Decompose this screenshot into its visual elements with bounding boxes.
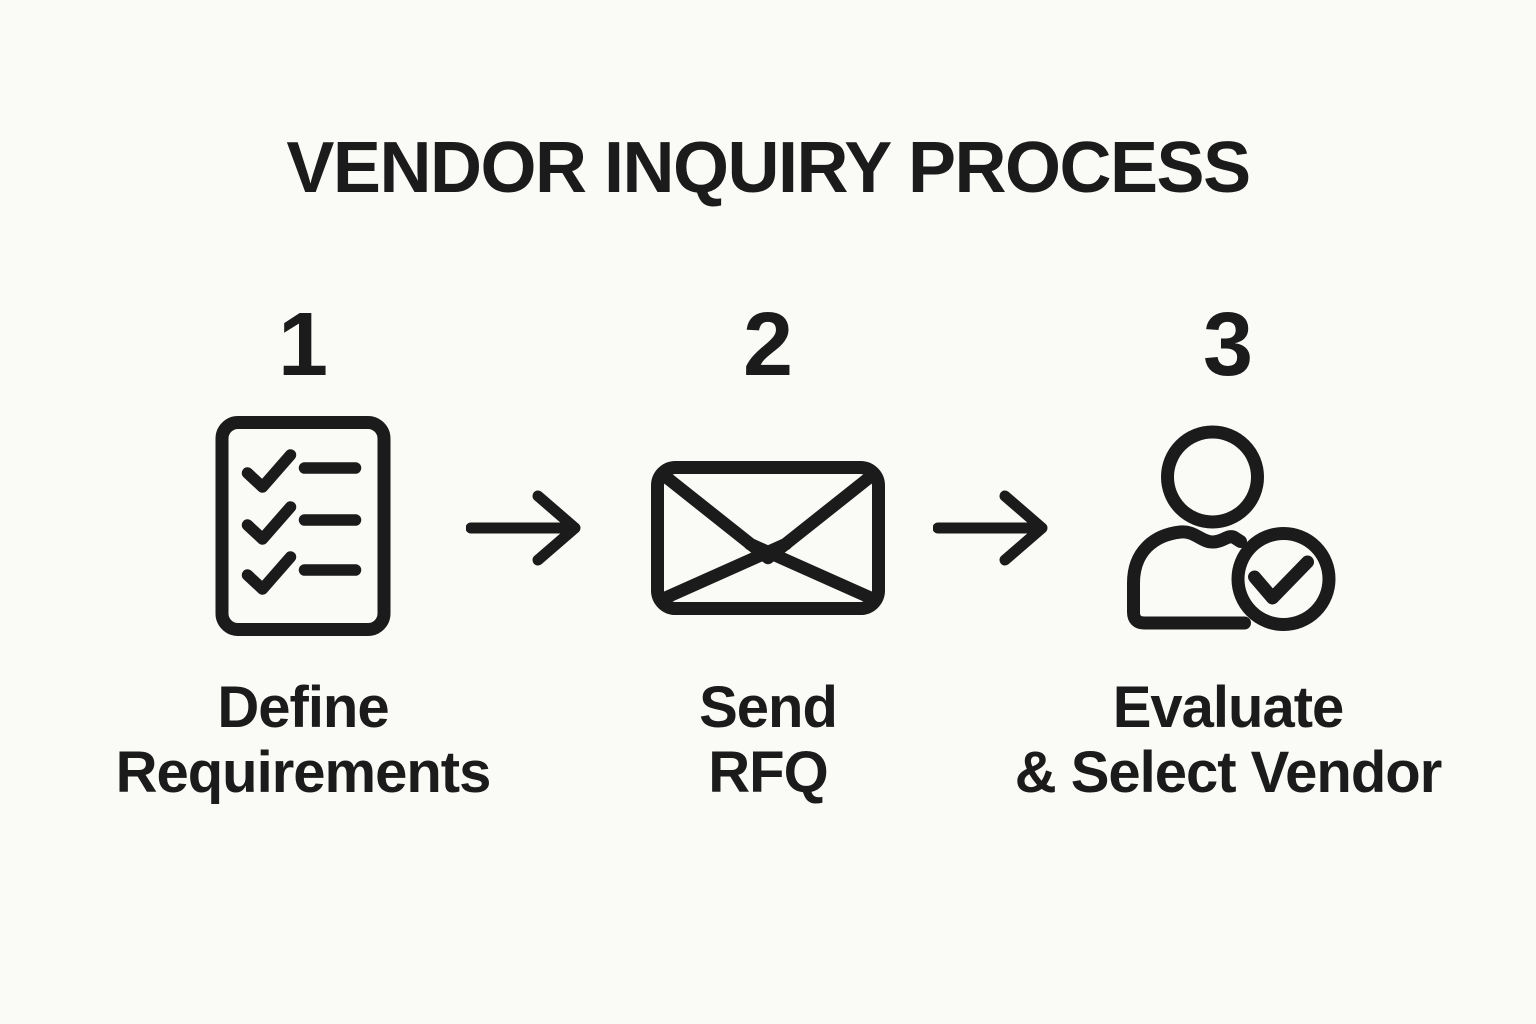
checklist-icon	[215, 416, 391, 636]
step-label-line1: Send	[699, 675, 838, 740]
step-label: Define Requirements	[73, 675, 533, 805]
step-label: Evaluate & Select Vendor	[998, 675, 1458, 805]
step-send-rfq: 2 Send RFQ	[538, 0, 998, 1024]
step-label-line1: Evaluate	[1112, 675, 1345, 740]
step-label-line2: Requirements	[115, 740, 492, 805]
step-define-requirements: 1 Define Requirements	[73, 0, 533, 1024]
step-label-line1: Define	[217, 675, 389, 740]
step-number: 1	[277, 295, 329, 395]
right-arrow-icon	[933, 489, 1049, 567]
person-check-icon	[1121, 425, 1336, 635]
page-title: VENDOR INQUIRY PROCESS	[286, 128, 1251, 208]
step-number: 2	[742, 295, 794, 395]
step-label: Send RFQ	[538, 675, 998, 805]
step-label-line2: & Select Vendor	[1014, 740, 1443, 805]
step-number: 3	[1202, 295, 1254, 395]
envelope-icon	[651, 461, 885, 615]
step-evaluate-select-vendor: 3 Evaluate & Select Vendor	[998, 0, 1458, 1024]
right-arrow-icon	[466, 489, 582, 567]
step-label-line2: RFQ	[708, 740, 828, 805]
